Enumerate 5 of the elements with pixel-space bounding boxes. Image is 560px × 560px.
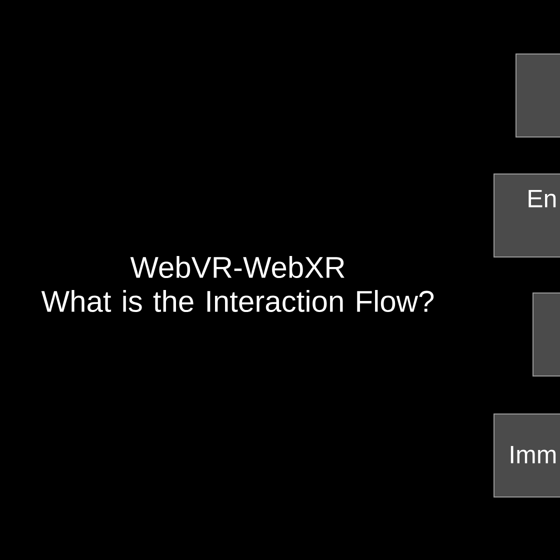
title: WebVR-WebXR What is the Interaction Flow? xyxy=(41,256,434,312)
process-box: En xyxy=(494,174,560,258)
process-box xyxy=(532,292,560,376)
process-box: Imm xyxy=(494,414,560,498)
process-box xyxy=(516,54,560,138)
